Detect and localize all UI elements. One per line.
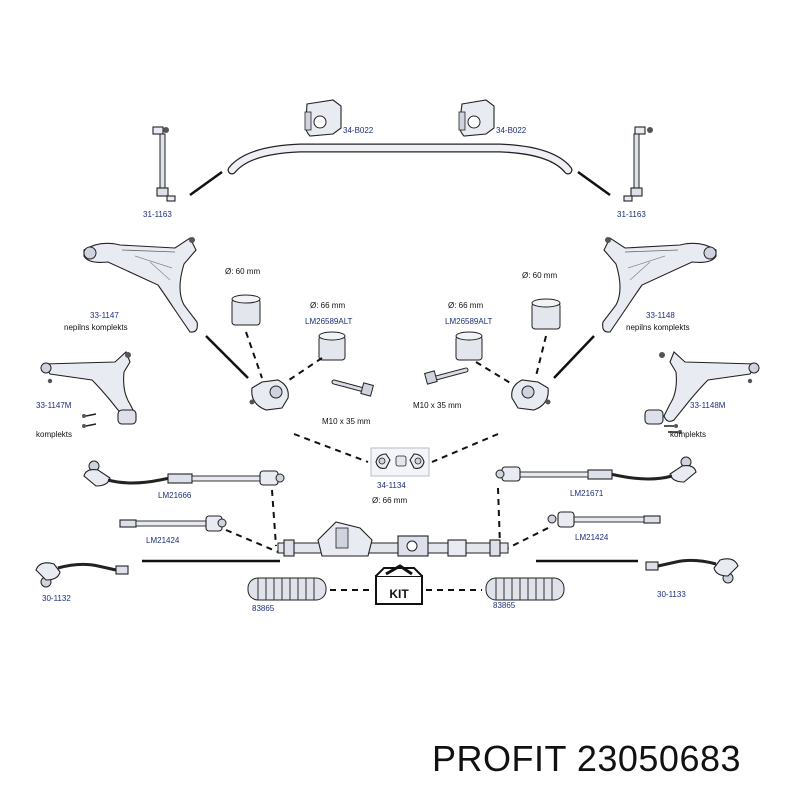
control-arm-left [83, 237, 198, 333]
steering-rack [277, 521, 509, 557]
leader-link-left [189, 170, 223, 197]
bushing-kit-34-1134 [370, 447, 430, 477]
label-armm-left: 33-1147M [36, 401, 72, 410]
rack-boot-right [485, 577, 565, 601]
dash-rack-left [271, 489, 277, 547]
label-link-right: 31-1163 [617, 210, 646, 219]
arm-bushing-60-left [231, 294, 261, 326]
label-kit-center-dia: Ø: 66 mm [372, 496, 407, 505]
label-lm-alt-left: LM26589ALT [305, 317, 353, 326]
label-rod-right: LM21671 [570, 489, 604, 498]
label-bushing-left: 34-B022 [343, 126, 374, 135]
label-boot-right: 83865 [493, 601, 516, 610]
label-arm-left: 33-1147 [90, 311, 119, 320]
label-bolt-left: M10 x 35 mm [322, 417, 371, 426]
label-dia60-right: Ø: 60 mm [522, 271, 557, 280]
dash-bushing60-right [535, 335, 547, 377]
label-tie-left: 30-1132 [42, 594, 71, 603]
label-armm-right-note: komplekts [670, 430, 706, 439]
tie-rod-lm21671 [495, 456, 697, 483]
dash-kit-left [293, 433, 369, 463]
stabilizer-bar [227, 143, 573, 175]
label-boot-left: 83865 [252, 604, 275, 613]
stabilizer-link-left [152, 126, 176, 202]
brand-part-number: PROFIT 23050683 [432, 738, 742, 779]
leader-arm-right [553, 335, 595, 379]
tie-rod-end-30-1133 [645, 558, 739, 584]
label-bolt-right: M10 x 35 mm [413, 401, 462, 410]
label-dia66-left: Ø: 66 mm [310, 301, 345, 310]
label-rod-left: LM21666 [158, 491, 192, 500]
label-link-left: 31-1163 [143, 210, 172, 219]
label-arm-left-note: nepilns komplekts [64, 323, 128, 332]
stabilizer-bushing-right [458, 99, 495, 137]
tie-rod-end-30-1132 [35, 562, 129, 588]
label-dia66-right: Ø: 66 mm [448, 301, 483, 310]
label-armm-right: 33-1148M [690, 401, 726, 410]
label-tie-right: 30-1133 [657, 590, 686, 599]
dash-kit-right [431, 433, 499, 463]
rack-boot-left [247, 577, 327, 601]
dash-bushing60-left [245, 331, 263, 379]
arm-bushing-60-right [531, 298, 561, 330]
label-bushing-right: 34-B022 [496, 126, 527, 135]
bushing-bracket-left [249, 379, 289, 411]
bolt-left [331, 379, 374, 397]
axial-rod-lm21424-right [547, 511, 661, 528]
control-arm-m-left [40, 351, 137, 428]
bolt-right [424, 367, 469, 385]
dash-bushing66-right [475, 361, 513, 385]
control-arm-m-right [644, 351, 760, 434]
dash-rack-left2 [225, 529, 279, 553]
axial-rod-lm21424-left [119, 515, 227, 532]
kit-box-label: KIT [389, 587, 409, 601]
bushing-lm26589alt-left [318, 331, 346, 361]
label-dia60-left: Ø: 60 mm [225, 267, 260, 276]
label-armm-left-note: komplekts [36, 430, 72, 439]
kit-box-icon: KIT [375, 564, 423, 605]
dash-rack-right [497, 487, 501, 547]
label-rod2-left: LM21424 [146, 536, 180, 545]
leader-arm-left [205, 335, 249, 379]
stabilizer-bushing-left [304, 99, 342, 137]
label-rod2-right: LM21424 [575, 533, 609, 542]
bushing-lm26589alt-right [455, 331, 483, 361]
stabilizer-link-right [623, 126, 653, 202]
bushing-bracket-right [511, 379, 551, 411]
label-kit-center: 34-1134 [377, 481, 406, 490]
label-lm-alt-right: LM26589ALT [445, 317, 493, 326]
label-arm-right-note: nepilns komplekts [626, 323, 690, 332]
label-arm-right: 33-1148 [646, 311, 675, 320]
control-arm-right [602, 237, 717, 333]
dash-bushing66-left [285, 357, 323, 383]
tie-rod-lm21666 [83, 460, 285, 487]
leader-link-right [577, 170, 611, 197]
